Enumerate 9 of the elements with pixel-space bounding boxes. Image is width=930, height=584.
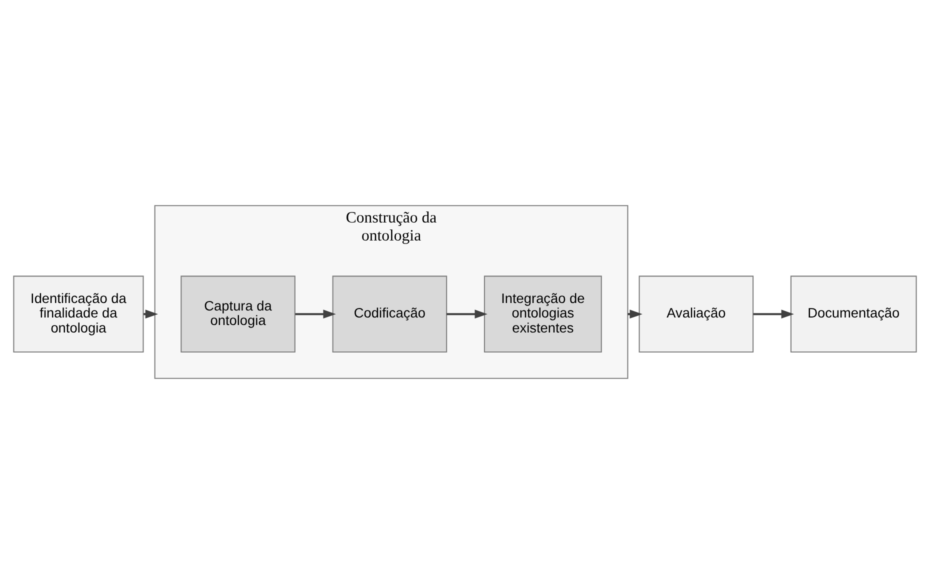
node-box: Documentação — [790, 276, 917, 353]
node-box: Identificação da finalidade da ontologia — [13, 276, 144, 353]
node-box: Avaliação — [638, 276, 754, 353]
arrow — [295, 310, 336, 319]
node-box: Integração de ontologias existentes — [484, 276, 602, 353]
arrow — [753, 310, 794, 319]
node-box: Captura da ontologia — [180, 276, 296, 353]
arrow — [446, 310, 488, 319]
node-box: Codificação — [332, 276, 448, 353]
